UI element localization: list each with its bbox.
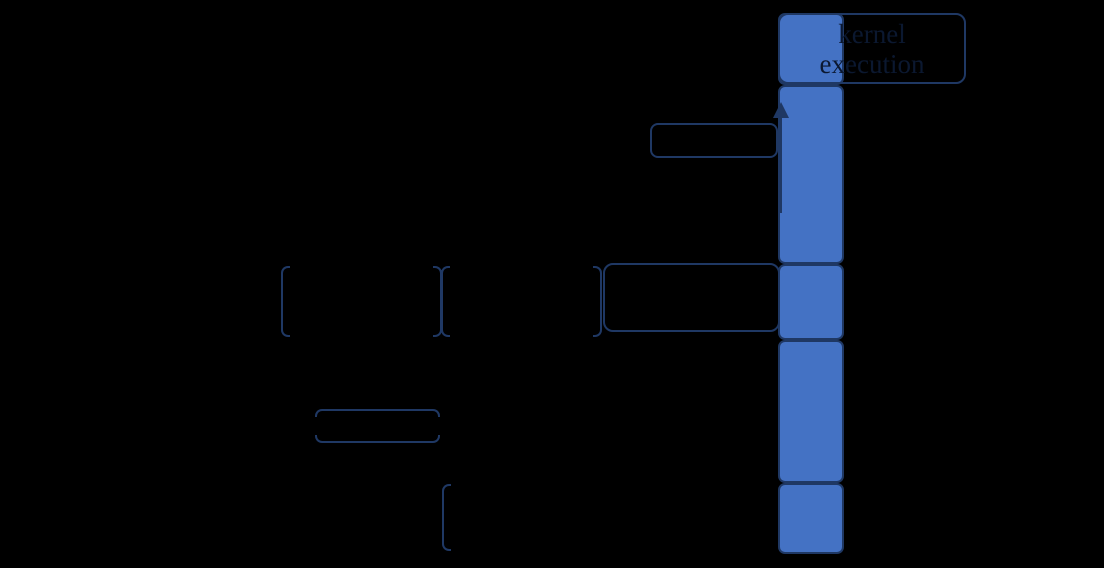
interval-bracket-close-2 bbox=[593, 266, 602, 337]
kernel-label-line1: kernel bbox=[838, 18, 906, 49]
up-arrow-shaft bbox=[779, 117, 782, 213]
stream-bar-segment-5 bbox=[778, 483, 844, 554]
stream-bar-segment-3 bbox=[778, 264, 844, 340]
kernel-execution-label-box: kernel execution bbox=[778, 13, 966, 84]
api-call-box bbox=[650, 123, 778, 158]
up-arrow-head-icon bbox=[773, 102, 789, 118]
interval-bracket-open-1 bbox=[281, 266, 290, 337]
launch-call-box bbox=[603, 263, 780, 332]
kernel-label-line2: execution bbox=[819, 48, 925, 79]
interval-bracket-open-3 bbox=[442, 484, 451, 551]
interval-bracket-open-2 bbox=[441, 266, 450, 337]
duration-bracket-bottom bbox=[315, 435, 440, 443]
stream-bar-segment-4 bbox=[778, 340, 844, 483]
duration-bracket-top bbox=[315, 409, 440, 417]
